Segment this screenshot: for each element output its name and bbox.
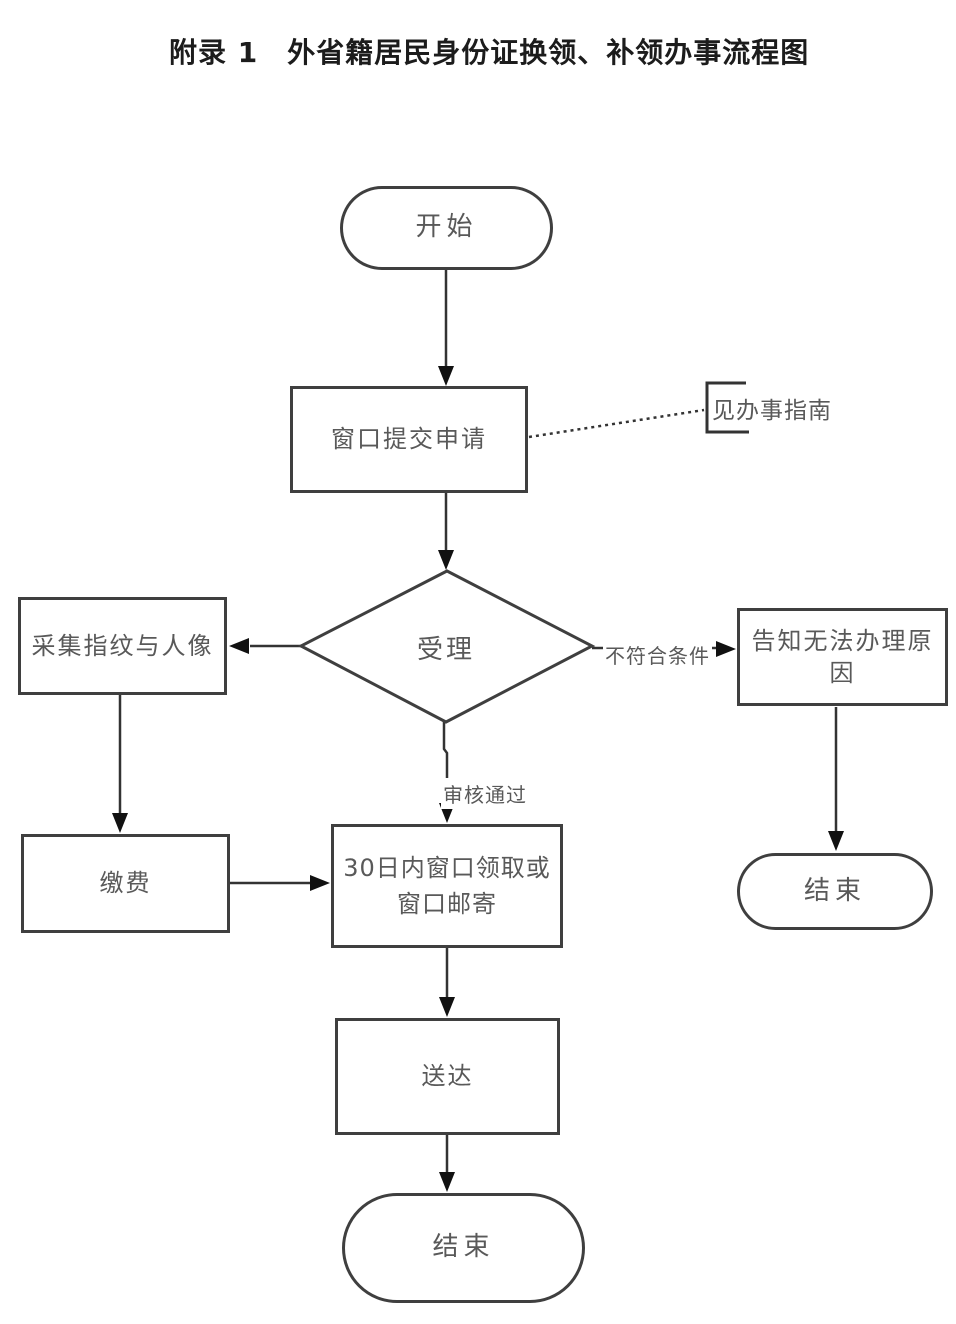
node-collect-fingerprint-portrait: 采集指纹与人像 [18, 597, 227, 695]
arrow-down-icon [438, 366, 454, 386]
node-deliver: 送达 [335, 1018, 560, 1135]
arrow-down-icon [439, 997, 455, 1017]
decision-diamond [297, 569, 596, 724]
edge-collect-pay [112, 695, 128, 833]
node-start: 开始 [340, 186, 553, 270]
edge-pay-pickup [230, 875, 330, 891]
edge-submit-guide-note [528, 408, 705, 439]
arrow-left-icon [229, 638, 249, 654]
node-pickup-or-mail: 30日内窗口领取或窗口邮寄 [331, 824, 563, 948]
edge-submit-accept [438, 493, 454, 570]
node-submit-application: 窗口提交申请 [290, 386, 528, 493]
arrow-down-icon [439, 1172, 455, 1192]
note-bracket-icon [705, 381, 749, 434]
node-pay-fee: 缴费 [21, 834, 230, 933]
edge-label-approved: 审核通过 [441, 778, 529, 809]
arrow-down-icon [438, 550, 454, 570]
arrow-down-icon [112, 813, 128, 833]
note-service-guide: 见办事指南 [712, 398, 832, 424]
edge-accept-collect [229, 638, 301, 654]
edge-label-not-qualified: 不符合条件 [603, 639, 712, 670]
node-end-right: 结束 [737, 853, 933, 930]
edge-pickup-deliver [439, 948, 455, 1017]
arrow-right-icon [716, 641, 736, 657]
node-accept-label: 受理 [416, 635, 475, 665]
edge-start-submit [438, 270, 454, 386]
node-notify-rejection-reason: 告知无法办理原因 [737, 608, 948, 706]
edge-notify-end [828, 707, 844, 851]
edge-deliver-end [439, 1135, 455, 1192]
arrow-down-icon [828, 831, 844, 851]
node-end-bottom: 结束 [342, 1193, 585, 1303]
arrow-right-icon [310, 875, 330, 891]
page-title: 附录 1 外省籍居民身份证换领、补领办事流程图 [169, 36, 810, 69]
